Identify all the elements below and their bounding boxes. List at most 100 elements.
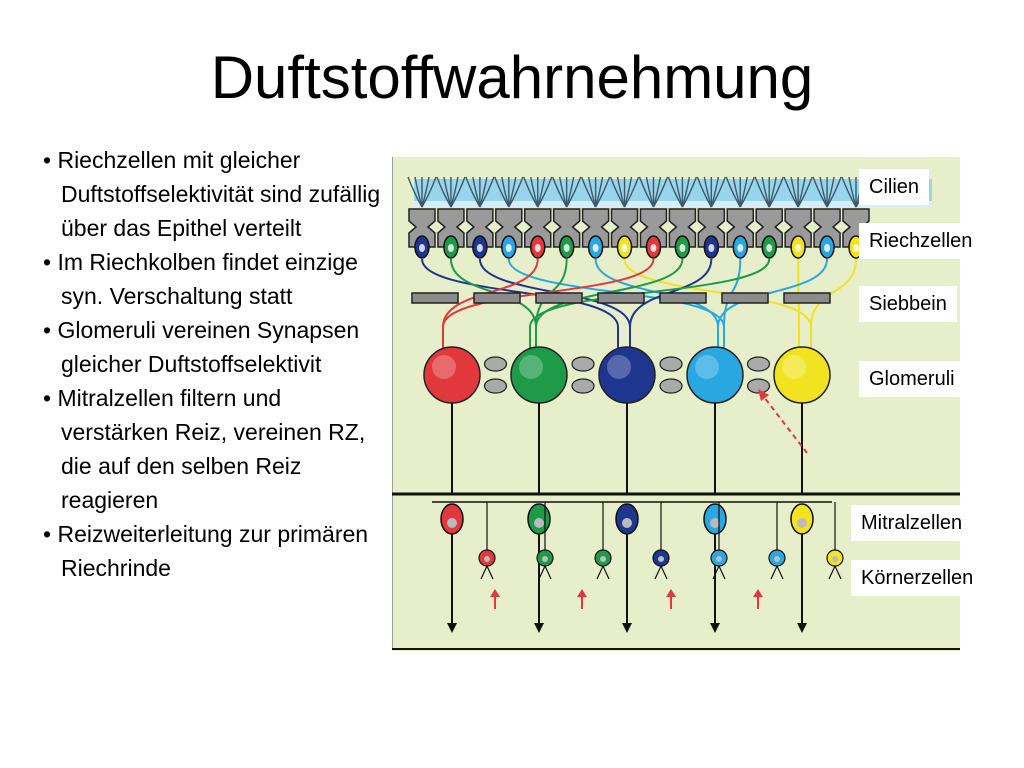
bone-segment [721,292,769,304]
receptor-nucleus-core [563,244,570,252]
bone-segment [659,292,707,304]
receptor-nucleus-core [853,244,859,252]
cilium [594,176,611,208]
granule-nucleus [658,556,664,562]
glomerulus-shine [695,355,719,379]
receptor-cell-body [408,208,436,248]
arrows [447,389,808,633]
receptor-nucleus-core [679,244,686,252]
cilia-layer [407,176,871,208]
receptor-cell-body [697,208,726,248]
receptor-nucleus-core [447,244,454,252]
periglomerular-cell [746,378,771,394]
mitral-nucleus [534,518,544,528]
red-arrowhead [577,589,587,597]
cilium [566,176,582,208]
periglomerular-cell [746,356,771,372]
receptor-cell-body [784,208,812,248]
receptor-cell-body [437,208,465,248]
page-title: Duftstoffwahrnehmung [210,44,814,111]
receptor-cell-body [639,208,668,248]
cilium [537,176,553,208]
output-arrow [447,623,457,633]
bone-segment [535,292,583,304]
receptor-cell-body [726,208,755,248]
receptor-cell-body [495,208,523,248]
label-mitralzellen: Mitralzellen [851,505,973,541]
red-arrowhead [666,589,676,597]
bone-segment [411,292,459,304]
cribriform-plate [411,292,831,304]
cilium [450,176,466,208]
periglomerular-cell [483,378,508,394]
label-riechzellen: Riechzellen [859,223,983,259]
receptor-cell-body [466,208,494,248]
receptor-nucleus-core [621,244,628,252]
granule-nucleus [542,556,548,562]
bone-segment [473,292,521,304]
receptor-nucleus-core [795,244,802,252]
receptor-nucleus-core [505,244,512,252]
bullet-list: Riechzellen mit gleicher Duftstoffselekt… [43,143,393,585]
mitral-nucleus [797,518,807,528]
granule-process [712,565,726,580]
granule-nucleus [832,556,838,562]
cilium [652,176,669,208]
dashed-arrowhead [758,389,769,401]
bullet-item: Riechzellen mit gleicher Duftstoffselekt… [43,143,393,245]
periglomerular-cell [659,378,683,394]
bullet-item: Mitralzellen filtern und verstärken Reiz… [43,381,393,517]
granule-process [480,565,494,580]
mitral-nucleus [622,518,632,528]
granule-process [770,565,784,580]
receptor-cell-body [610,208,639,248]
granule-process [828,565,842,580]
bone-segment [783,292,831,304]
mucus-edge [414,201,932,207]
cilium [421,176,437,208]
cilium [710,176,726,208]
granule-process [538,565,552,580]
granule-process [596,565,610,580]
receptor-cell-body [668,208,697,248]
cilium [508,176,524,208]
cilium [826,176,842,208]
periglomerular-cell [571,356,595,372]
dashed-arrow [763,396,808,454]
granule-nucleus [716,556,722,562]
granule-process [654,565,668,580]
granule-nucleus [600,556,606,562]
periglomerular-cell [659,356,683,372]
bullet-item: Glomeruli vereinen Synapsen gleicher Duf… [43,313,393,381]
receptor-nucleus-core [476,244,483,252]
output-arrow [710,623,720,633]
glomerulus-shine [782,355,806,379]
cilium [768,176,784,208]
receptor-nucleus-core [708,244,715,252]
cilium [479,176,495,208]
receptor-nucleus-core [737,244,744,252]
periglomerular-cell [571,378,595,394]
receptor-nucleus-core [592,244,599,252]
label-siebbein: Siebbein [859,286,957,322]
receptor-nucleus-core [534,244,541,252]
receptor-cell-body [581,208,610,248]
cilium [739,176,755,208]
cilium [681,176,698,208]
bullet-item: Reizweiterleitung zur primären Riechrind… [43,517,393,585]
granule-nucleus [774,556,780,562]
receptor-cell-body [813,208,841,248]
label-koernerzellen: Körnerzellen [851,560,984,596]
periglomerular-cell [483,356,508,372]
axon-wire [421,258,619,349]
mitral-nucleus [710,518,720,528]
receptor-nucleus-core [766,244,773,252]
bullet-item: Im Riechkolben findet einzige syn. Versc… [43,245,393,313]
receptor-nucleus-core [650,244,657,252]
glomerulus-shine [519,355,543,379]
mitral-nucleus [447,518,457,528]
red-arrowhead [490,589,500,597]
receptor-cell-body [755,208,783,248]
receptor-cell-body [552,208,581,248]
label-cilien: Cilien [859,169,930,205]
